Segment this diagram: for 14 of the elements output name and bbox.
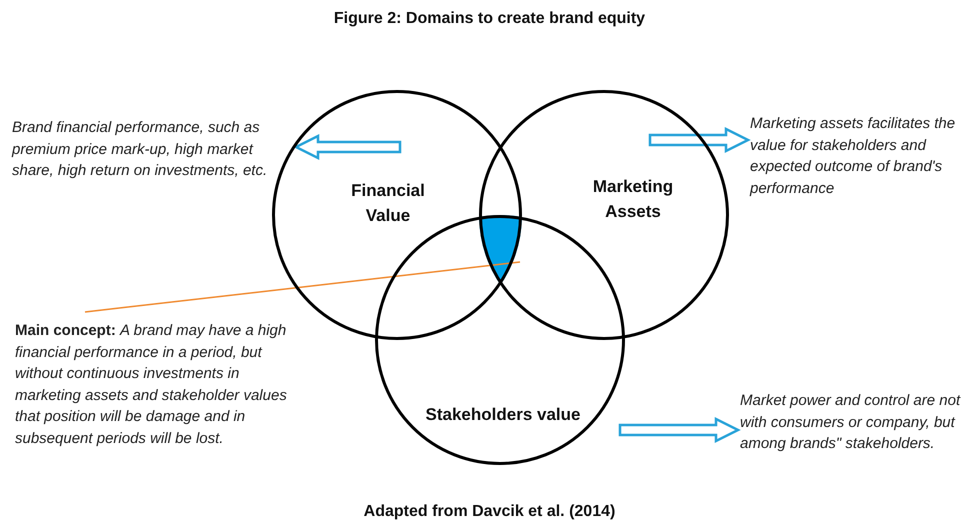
figure-title: Figure 2: Domains to create brand equity (332, 10, 646, 28)
hollow-arrow (648, 126, 751, 154)
hollow-arrow (293, 134, 402, 160)
circle-label: Financial Value (350, 180, 426, 227)
leader-line (84, 261, 520, 313)
annotation-text: Main concept: A brand may have a high financial performance in a period, but without continuous investments in marketing assets and stakeholder values that position will be damage and in subsequent periods will be lost. (15, 320, 305, 449)
hollow-arrow (618, 416, 741, 444)
venn-circle (479, 90, 729, 340)
annotation-text: Marketing assets facilitates the value for stakeholders and expected outcome of brand's performance (750, 113, 978, 199)
circle-label: Marketing Assets (592, 176, 674, 223)
annotation-text: Brand financial performance, such as premium price mark-up, high market share, high return on investments, etc. (12, 117, 294, 182)
figure-caption: Adapted from Davcik et al. (2014) (362, 503, 616, 521)
circle-label: Stakeholders value (424, 404, 582, 426)
annotation-text: Market power and control are not with consumers or company, but among brands" stakeholders. (740, 390, 968, 454)
